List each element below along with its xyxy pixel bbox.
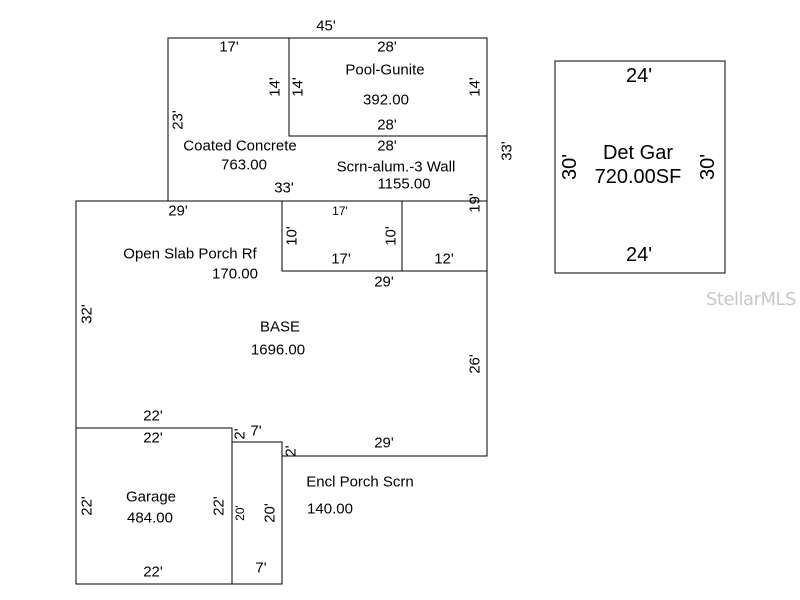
coated-concrete-area: 763.00 bbox=[221, 156, 267, 174]
open-slab-porch-outline bbox=[281, 200, 403, 272]
dim-pool-right-14: 14' bbox=[466, 77, 484, 97]
dim-garage-top-22: 22' bbox=[143, 429, 163, 447]
dim-garage-bottom-22: 22' bbox=[143, 563, 163, 581]
dim-pool-left-14: 14' bbox=[289, 77, 307, 97]
dim-base-inner-29: 29' bbox=[374, 273, 394, 291]
dim-screen-bottom-12: 12' bbox=[434, 250, 454, 268]
dim-encl-left-2: 2' bbox=[231, 428, 249, 440]
dim-encl-right-20: 20' bbox=[261, 503, 279, 523]
garage-label: Garage bbox=[125, 488, 177, 506]
dim-top-45: 45' bbox=[316, 17, 336, 35]
garage-area: 484.00 bbox=[127, 509, 173, 527]
stellarmls-watermark: StellarMLS bbox=[706, 289, 796, 310]
dim-porch-left-10: 10' bbox=[283, 226, 301, 246]
dim-encl-top-7: 7' bbox=[250, 422, 262, 440]
dim-coated-bottom-33: 33' bbox=[274, 179, 294, 197]
dim-detgar-bottom-24: 24' bbox=[625, 244, 653, 266]
dim-porch-top-17: 17' bbox=[332, 204, 348, 218]
base-outline bbox=[75, 200, 488, 457]
dim-base-right-26: 26' bbox=[466, 354, 484, 374]
dim-screen-top-28: 28' bbox=[377, 137, 397, 155]
dim-garage-right-22: 22' bbox=[210, 496, 228, 516]
dim-pool-top-28: 28' bbox=[377, 38, 397, 56]
open-slab-porch-label: Open Slab Porch Rf bbox=[123, 245, 257, 263]
dim-base-bottom-22: 22' bbox=[143, 407, 163, 425]
dim-detgar-right-30: 30' bbox=[697, 153, 719, 181]
dim-detgar-left-30: 30' bbox=[559, 153, 581, 181]
det-gar-area: 720.00SF bbox=[594, 166, 682, 188]
open-slab-porch-area: 170.00 bbox=[212, 265, 258, 283]
dim-coated-right-14: 14' bbox=[266, 77, 284, 97]
dim-garage-left-22: 22' bbox=[78, 496, 96, 516]
base-area: 1696.00 bbox=[250, 341, 306, 359]
dim-coated-left-23: 23' bbox=[169, 110, 187, 130]
det-gar-label: Det Gar bbox=[602, 142, 674, 164]
screen-room-label: Scrn-alum.-3 Wall bbox=[336, 158, 456, 176]
dim-pool-bottom-28: 28' bbox=[377, 116, 397, 134]
encl-porch-area: 140.00 bbox=[307, 500, 353, 518]
dim-coated-top-17: 17' bbox=[219, 38, 239, 56]
dim-detgar-top-24: 24' bbox=[625, 65, 653, 87]
pool-area: 392.00 bbox=[363, 91, 409, 109]
dim-porch-right-10: 10' bbox=[382, 226, 400, 246]
dim-encl-left-20: 20' bbox=[233, 505, 247, 521]
det-gar-outline bbox=[554, 60, 726, 274]
dim-encl-bottom-7: 7' bbox=[255, 559, 267, 577]
dim-screen-right-33: 33' bbox=[498, 141, 516, 161]
pool-outline bbox=[288, 37, 488, 137]
dim-encl-right-2: 2' bbox=[282, 445, 300, 457]
encl-porch-label: Encl Porch Scrn bbox=[306, 473, 414, 491]
dim-base-left-32: 32' bbox=[78, 304, 96, 324]
screen-room-area: 1155.00 bbox=[377, 175, 431, 193]
coated-concrete-outline bbox=[167, 37, 488, 271]
dim-screen-right-19: 19' bbox=[466, 193, 484, 213]
dim-porch-bottom-17: 17' bbox=[331, 250, 351, 268]
encl-porch-outline bbox=[232, 441, 283, 585]
garage-outline bbox=[75, 427, 233, 585]
pool-label: Pool-Gunite bbox=[345, 61, 425, 79]
dim-base-top-29: 29' bbox=[168, 202, 188, 220]
base-label: BASE bbox=[259, 318, 301, 336]
coated-concrete-label: Coated Concrete bbox=[183, 137, 297, 155]
dim-base-bottom-29: 29' bbox=[374, 434, 394, 452]
